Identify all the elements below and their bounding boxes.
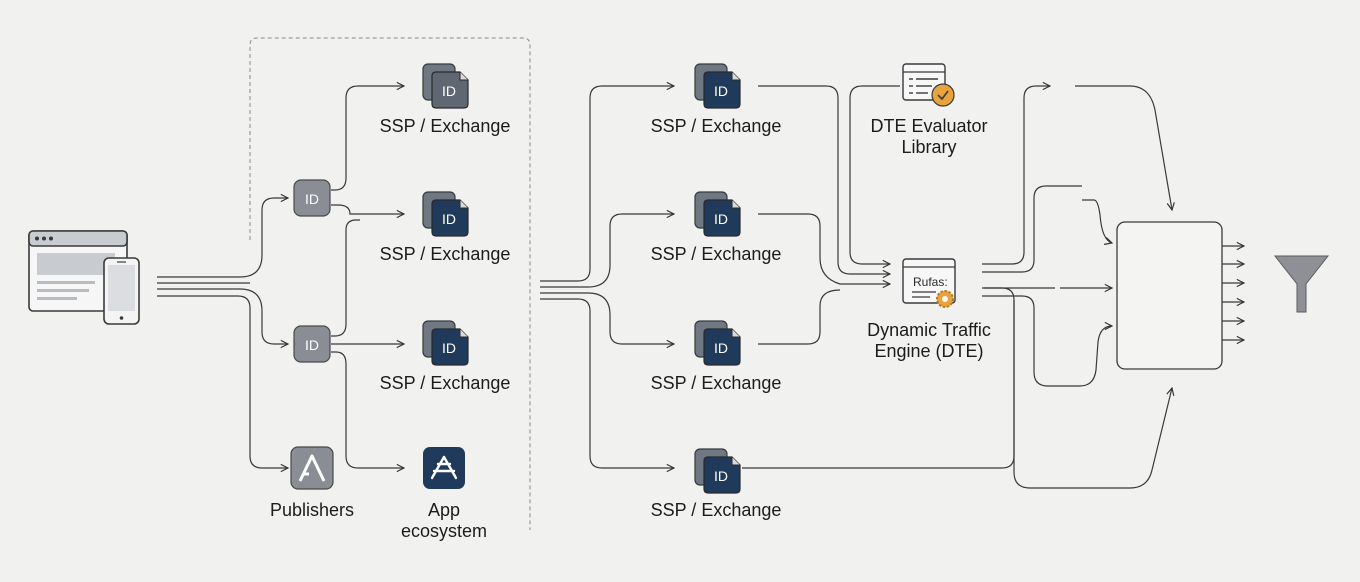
connector-dte-box-1b	[1082, 199, 1112, 243]
left-ssp-label-2: SSP / Exchange	[379, 244, 511, 264]
connector-id1-ssp2	[331, 204, 404, 214]
id-badge-text: ID	[305, 191, 319, 207]
publisher-id-badge-2: ID	[293, 325, 331, 363]
dte-label-line1: Dynamic Traffic	[867, 320, 991, 340]
connector-id1-ssp1	[331, 86, 404, 191]
id-badge-text: ID	[442, 83, 456, 99]
id-badge-text: ID	[714, 340, 728, 356]
id-badge-text: ID	[442, 340, 456, 356]
left-ssp-label-3: SSP / Exchange	[379, 373, 511, 393]
id-card-front	[703, 456, 741, 494]
id-badge-text: ID	[305, 337, 319, 353]
dte-evaluator-label-line1: DTE Evaluator	[870, 116, 988, 136]
left-ssp-label-1: SSP / Exchange	[379, 116, 511, 136]
connector-source-publishers	[157, 295, 288, 468]
id-card-front	[703, 199, 741, 237]
right-ssp-label-1: SSP / Exchange	[650, 116, 782, 136]
app-ecosystem-label-line1: App	[427, 500, 461, 520]
left-ssp-id-icon-2: ID	[422, 191, 469, 237]
rules-window-gear-icon: Rufas:	[902, 258, 956, 308]
right-ssp-label-2: SSP / Exchange	[650, 244, 782, 264]
connector-dte-box-3	[982, 295, 1112, 387]
id-card-fold	[731, 457, 740, 466]
id-badge-text: ID	[714, 468, 728, 484]
id-card-fold	[459, 72, 468, 81]
letter-a-icon	[290, 446, 334, 490]
connector-id2-ssp2	[331, 219, 360, 337]
connector-stage2-ssp4	[540, 298, 674, 468]
right-ssp-id-icon-4: ID	[694, 448, 741, 494]
publisher-group-boundary	[249, 37, 531, 530]
connector-stage2-ssp2	[540, 214, 674, 288]
app-store-icon	[423, 447, 465, 489]
connector-evaluator-dte	[849, 85, 900, 264]
left-ssp-id-icon-1: ID	[422, 63, 469, 109]
id-card-front	[703, 328, 741, 366]
right-ssp-id-icon-1: ID	[694, 63, 741, 109]
connector-rssp3-dte	[758, 289, 841, 345]
connector-source-down	[157, 288, 288, 344]
id-card-fold	[459, 200, 468, 209]
id-badge-text: ID	[714, 83, 728, 99]
id-card-front	[431, 71, 469, 109]
publisher-id-badge-1: ID	[293, 179, 331, 217]
connector-stage2-main	[540, 86, 674, 282]
checklist-window-icon	[902, 63, 955, 107]
right-ssp-label-3: SSP / Exchange	[650, 373, 782, 393]
id-card-fold	[459, 329, 468, 338]
id-card-fold	[731, 200, 740, 209]
id-card-front	[431, 328, 469, 366]
dte-evaluator-label-line2: Library	[901, 137, 957, 157]
funnel-icon	[1273, 255, 1330, 313]
connector-rssp4-out	[742, 287, 1015, 469]
id-card-fold	[731, 329, 740, 338]
id-card-front	[431, 199, 469, 237]
connector-dte-box-4	[1013, 300, 1172, 489]
connector-top-box	[1075, 85, 1172, 210]
id-badge-text: ID	[714, 211, 728, 227]
id-card-fold	[731, 72, 740, 81]
connector-rssp1-dte	[758, 85, 890, 274]
left-ssp-id-icon-3: ID	[422, 320, 469, 366]
dte-label: Dynamic Traffic Engine (DTE)	[867, 320, 991, 362]
id-badge-text: ID	[442, 211, 456, 227]
app-ecosystem-label: App ecosystem	[401, 500, 487, 542]
connector-rssp2-dte	[758, 213, 890, 284]
connector-dte-box-1	[982, 185, 1082, 273]
right-ssp-id-icon-3: ID	[694, 320, 741, 366]
dte-window-text: Rufas:	[913, 275, 948, 289]
publishers-label: Publishers	[269, 500, 355, 520]
right-ssp-id-icon-2: ID	[694, 191, 741, 237]
dte-evaluator-label: DTE Evaluator Library	[870, 116, 987, 158]
id-card-front	[703, 71, 741, 109]
right-ssp-label-4: SSP / Exchange	[650, 500, 782, 520]
dte-label-line2: Engine (DTE)	[874, 341, 984, 361]
aggregation-box	[1116, 221, 1223, 370]
connector-source-up	[157, 198, 288, 278]
connector-id2-app	[331, 351, 404, 468]
connector-stage2-ssp3	[540, 292, 674, 344]
connector-dte-top	[982, 86, 1050, 265]
browser-and-mobile-device-icon	[28, 230, 140, 325]
app-ecosystem-label-line2: ecosystem	[400, 521, 488, 541]
